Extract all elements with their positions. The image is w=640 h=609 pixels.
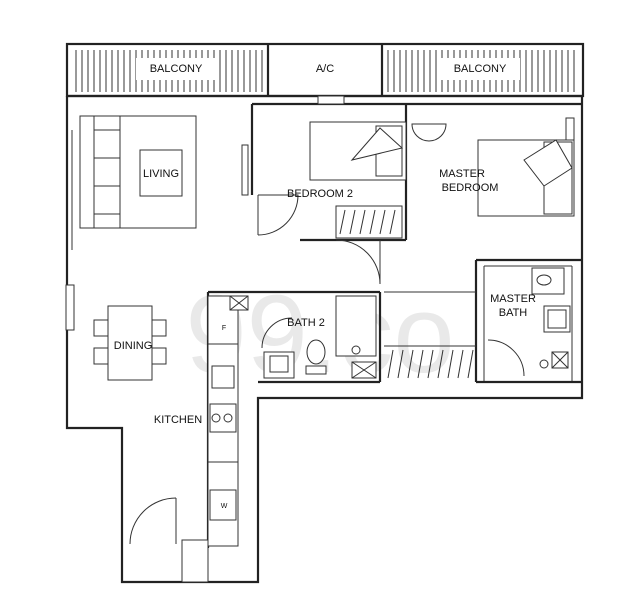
wardrobe-mark: [379, 209, 386, 235]
wardrobe-mark: [339, 209, 346, 235]
corridor-wardrobe: [387, 349, 474, 379]
label-bath-2: BATH 2: [287, 317, 325, 329]
doors: [129, 194, 525, 545]
wardrobe-mark: [427, 349, 434, 379]
label-balcony-left: BALCONY: [150, 63, 203, 75]
furniture: [79, 115, 575, 583]
room-labels: BALCONY A/C BALCONY LIVING BEDROOM 2 MAS…: [114, 63, 536, 510]
label-washer: W: [221, 503, 228, 510]
wardrobe-mark: [467, 349, 474, 379]
wardrobe-mark: [359, 209, 366, 235]
wardrobe-mark: [369, 209, 376, 235]
wardrobe-mark: [387, 349, 394, 379]
label-fridge: F: [222, 325, 226, 332]
label-master-bedroom-line1: MASTER: [439, 168, 485, 180]
label-master-bedroom-line2: BEDROOM: [442, 182, 499, 194]
label-kitchen: KITCHEN: [154, 414, 202, 426]
wardrobe-mark: [407, 349, 414, 379]
label-bedroom-2: BEDROOM 2: [287, 188, 353, 200]
wardrobe-mark: [397, 349, 404, 379]
label-master-bath-line1: MASTER: [490, 293, 536, 305]
label-dining: DINING: [114, 340, 153, 352]
label-ac: A/C: [316, 63, 334, 75]
label-balcony-right: BALCONY: [454, 63, 507, 75]
wardrobe-mark: [389, 209, 396, 235]
bedroom2-wardrobe: [339, 209, 396, 235]
wardrobe-mark: [457, 349, 464, 379]
balcony-strip: [65, 42, 585, 98]
label-master-bath-line2: BATH: [499, 307, 528, 319]
wardrobe-mark: [437, 349, 444, 379]
wardrobe-mark: [417, 349, 424, 379]
wardrobe-mark: [349, 209, 356, 235]
wardrobe-mark: [447, 349, 454, 379]
label-living: LIVING: [143, 168, 179, 180]
